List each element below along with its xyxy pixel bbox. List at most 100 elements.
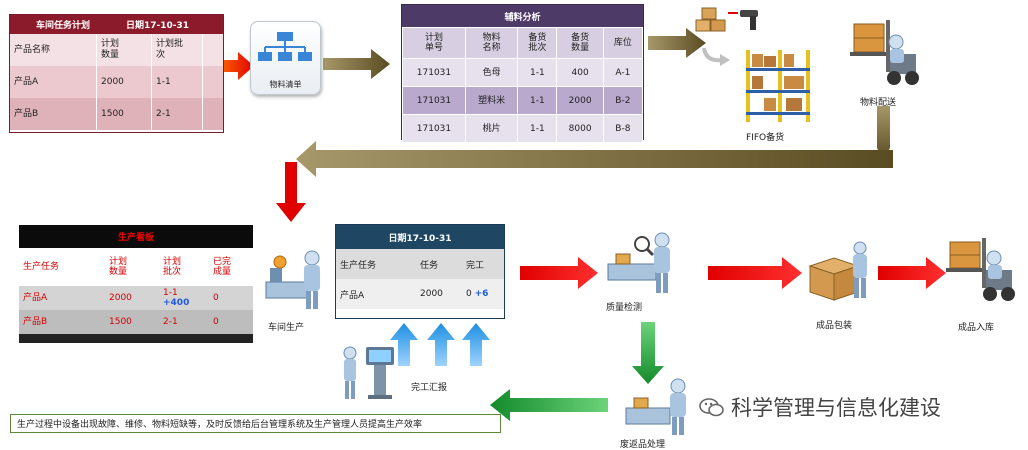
arrow-pack-to-storage [878, 257, 946, 289]
table-cell: 1-1 [151, 66, 203, 98]
arrow-analysis-to-fifo [648, 28, 706, 58]
table-cell: 0 +6 [462, 279, 504, 309]
header-cell: 备货 数量 [556, 27, 604, 59]
workshop-task-table: 车间任务计划 日期17-10-31 产品名称 计划 数量 计划批 次 产品A 2… [9, 14, 224, 133]
header-cell: 计划 数量 [105, 248, 159, 286]
header-cell: 完工 [462, 249, 504, 279]
feedback-note-text: 生产过程中设备出现故障、维修、物料短缺等，及时反馈给后台管理系统及生产管理人员提… [17, 420, 423, 430]
table-cell: 2000 [96, 66, 152, 98]
arrow-qc-to-pack [708, 257, 802, 289]
bom-node: 物料清单 [250, 21, 321, 95]
table-cell: 2000 [105, 286, 159, 310]
table-cell: A-1 [602, 58, 644, 87]
table-cell: 产品A [336, 279, 416, 309]
boxes-scanner-icon [695, 7, 758, 32]
table-row: 171031 色母 1-1 400 A-1 [402, 58, 644, 87]
table-row: 产品B 1500 2-1 0 [19, 310, 253, 334]
table-cell: 400 [556, 58, 604, 87]
table-cell: B-8 [602, 114, 644, 143]
header-cell: 计划 数量 [96, 34, 152, 66]
table-cell: 1500 [96, 98, 152, 130]
arrow-report-to-qc [520, 257, 598, 289]
table-cell: 色母 [464, 58, 519, 87]
table-header-row: 计划 单号 物料 名称 备货 批次 备货 数量 库位 [402, 27, 644, 59]
ingredient-analysis-title: 辅料分析 [402, 5, 643, 27]
table-cell: 8000 [556, 114, 604, 143]
storage-forklift-icon [946, 238, 1015, 301]
table-cell: 产品B [10, 98, 97, 130]
fifo-label: FIFO备货 [746, 133, 785, 143]
table-cell: 171031 [402, 86, 466, 115]
production-kanban: 生产看板 生产任务 计划 数量 计划 批次 已完 成量 产品A 2000 1-1… [19, 225, 253, 343]
kiosk-terminal-icon [343, 346, 394, 399]
quality-inspection-icon [607, 232, 670, 293]
header-cell: 任务 [416, 249, 462, 279]
table-cell [202, 98, 223, 130]
feedback-note: 生产过程中设备出现故障、维修、物料短缺等，及时反馈给后台管理系统及生产管理人员提… [10, 414, 501, 433]
arrow-task-to-bom [218, 52, 254, 80]
table-header-row: 生产任务 任务 完工 [336, 249, 504, 279]
header-cell: 已完 成量 [209, 248, 253, 286]
table-cell: B-2 [602, 86, 644, 115]
table-cell: 产品B [19, 310, 105, 334]
header-cell: 库位 [602, 27, 644, 59]
table-cell: 2000 [416, 279, 462, 309]
arrow-report-up-1 [390, 323, 418, 366]
increment-badge: +400 [163, 298, 190, 308]
material-delivery-label: 物料配送 [860, 98, 897, 108]
header-cell: 计划批 次 [151, 34, 203, 66]
table-header-row: 产品名称 计划 数量 计划批 次 [10, 34, 223, 66]
finished-storage-label: 成品入库 [958, 323, 995, 333]
header-cell: 计划 批次 [159, 248, 209, 286]
arrow-delivery-down [877, 106, 890, 160]
table-cell: 171031 [402, 58, 466, 87]
arrow-return-left [296, 141, 893, 177]
table-cell: 产品A [10, 66, 97, 98]
table-cell: 1-1 [517, 114, 558, 143]
table-row: 产品A 2000 0 +6 [336, 279, 504, 309]
workshop-task-date: 日期17-10-31 [126, 21, 190, 31]
table-cell: 0 [209, 310, 253, 334]
completion-report-label: 完工汇报 [411, 383, 448, 393]
ingredient-analysis-table: 辅料分析 计划 单号 物料 名称 备货 批次 备货 数量 库位 171031 色… [401, 4, 644, 143]
workshop-worker-icon [265, 250, 320, 309]
table-row: 171031 塑料米 1-1 2000 B-2 [402, 86, 644, 115]
bom-label: 物料清单 [269, 80, 302, 89]
table-cell: 1-1 +400 [159, 286, 209, 310]
quality-inspection-label: 质量检测 [606, 303, 643, 313]
increment-badge: +6 [474, 289, 489, 299]
packaging-icon [808, 241, 867, 301]
table-cell: 塑料米 [464, 86, 519, 115]
table-cell: 1-1 [517, 86, 558, 115]
table-cell: 0 [209, 286, 253, 310]
header-cell: 生产任务 [19, 248, 105, 286]
workshop-task-header: 车间任务计划 日期17-10-31 [10, 15, 223, 34]
table-cell: 2-1 [151, 98, 203, 130]
table-row: 产品A 2000 1-1 +400 0 [19, 286, 253, 310]
header-cell: 计划 单号 [402, 27, 466, 59]
warehouse-rack-icon [746, 50, 810, 122]
arrow-to-workshop [276, 162, 306, 222]
brand-watermark: 科学管理与信息化建设 [699, 392, 941, 422]
table-cell-text: 0 [466, 289, 472, 299]
arrow-scrap-to-note [490, 389, 608, 421]
table-cell: 产品A [19, 286, 105, 310]
table-cell: 171031 [402, 114, 466, 143]
org-chart-icon [258, 32, 312, 61]
arrow-bom-to-analysis [323, 49, 390, 79]
wechat-icon [699, 398, 724, 417]
arrow-report-up-2 [427, 323, 455, 366]
table-cell: 1-1 [517, 58, 558, 87]
header-cell: 物料 名称 [464, 27, 519, 59]
table-row: 171031 桃片 1-1 8000 B-8 [402, 114, 644, 143]
table-cell-text: 1-1 [163, 288, 178, 298]
workshop-production-label: 车间生产 [268, 323, 305, 333]
table-row: 产品A 2000 1-1 [10, 66, 223, 98]
scrap-worker-icon [625, 378, 686, 435]
workshop-task-title: 车间任务计划 [36, 21, 91, 31]
table-cell: 2-1 [159, 310, 209, 334]
table-cell: 桃片 [464, 114, 519, 143]
production-kanban-title: 生产看板 [19, 225, 253, 248]
table-cell: 1500 [105, 310, 159, 334]
